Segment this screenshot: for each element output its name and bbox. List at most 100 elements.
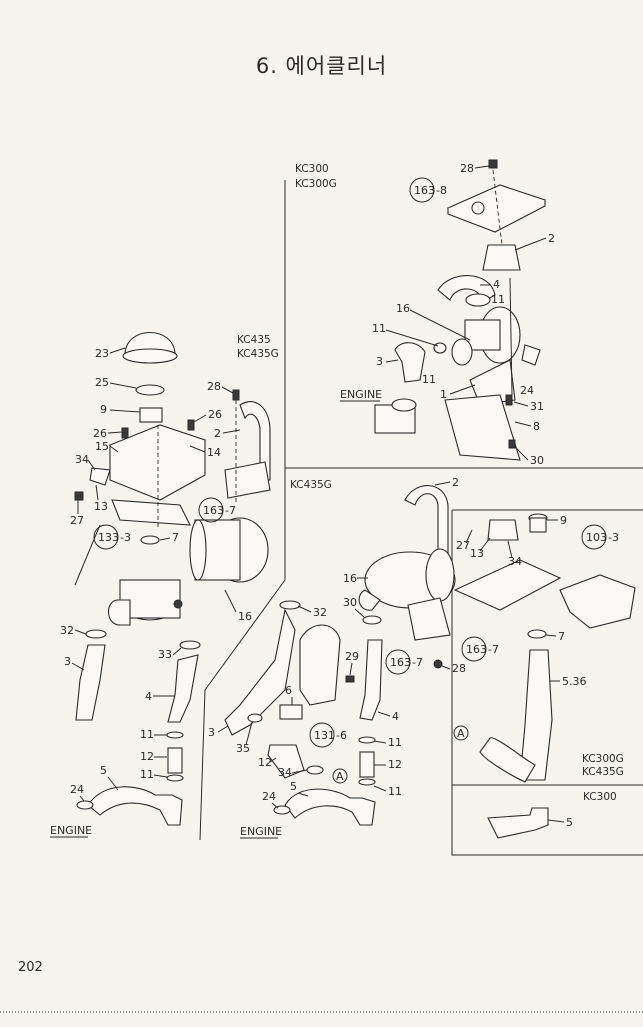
svg-text:-7: -7 [488, 643, 499, 656]
section-label-kc435g-mid: KC435G [290, 479, 332, 491]
page-title: 6. 에어클리너 [255, 54, 388, 78]
svg-text:133: 133 [98, 531, 119, 544]
svg-text:30: 30 [530, 454, 544, 467]
svg-text:13: 13 [94, 500, 108, 513]
circle-a-inset: A [453, 725, 469, 741]
svg-text:28: 28 [460, 162, 474, 175]
svg-text:A: A [336, 770, 344, 783]
svg-text:9: 9 [560, 514, 567, 527]
svg-text:3: 3 [64, 655, 71, 668]
callout-163-7b: 163 -7 [385, 649, 423, 675]
callout-131-6: 131 -6 [309, 722, 347, 748]
svg-text:11: 11 [140, 768, 154, 781]
svg-text:7: 7 [558, 630, 565, 643]
svg-text:163: 163 [203, 504, 224, 517]
svg-text:A: A [457, 727, 465, 740]
inset-assembly [453, 513, 636, 839]
page-number: 202 [18, 960, 43, 975]
svg-text:12: 12 [388, 758, 402, 771]
svg-text:11: 11 [491, 293, 505, 306]
svg-text:3: 3 [208, 726, 215, 739]
svg-text:131: 131 [314, 729, 335, 742]
svg-text:28: 28 [207, 380, 221, 393]
callout-163-8: 163 -8 [409, 177, 447, 203]
engine-label-top: ENGINE [340, 388, 382, 401]
engine-label-mid: ENGINE [240, 825, 282, 838]
callout-163-7a: 163 -7 [198, 497, 236, 523]
svg-text:16: 16 [396, 302, 410, 315]
kc300-assembly [374, 159, 547, 461]
svg-text:16: 16 [238, 610, 252, 623]
svg-text:12: 12 [140, 750, 154, 763]
svg-text:33: 33 [158, 648, 172, 661]
section-label-kc435: KC435 [237, 334, 271, 346]
svg-text:26: 26 [208, 408, 222, 421]
callout-133-3: 133 -3 [93, 524, 131, 550]
svg-text:15: 15 [95, 440, 109, 453]
svg-text:11: 11 [140, 728, 154, 741]
svg-text:5: 5 [566, 816, 573, 829]
svg-text:34: 34 [75, 453, 89, 466]
svg-text:5: 5 [290, 780, 297, 793]
svg-text:6: 6 [285, 684, 292, 697]
svg-text:32: 32 [60, 624, 74, 637]
svg-text:27: 27 [70, 514, 84, 527]
svg-text:24: 24 [520, 384, 534, 397]
svg-text:2: 2 [214, 427, 221, 440]
svg-text:27: 27 [456, 539, 470, 552]
section-label-inset-kc435g: KC435G [582, 766, 624, 778]
section-label-kc435g: KC435G [237, 348, 279, 360]
svg-text:34: 34 [508, 555, 522, 568]
section-label-kc300g: KC300G [295, 178, 337, 190]
svg-text:163: 163 [414, 184, 435, 197]
svg-text:-7: -7 [412, 656, 423, 669]
svg-text:163: 163 [390, 656, 411, 669]
svg-text:23: 23 [95, 347, 109, 360]
kc435g-mid-assembly [224, 485, 456, 826]
svg-text:3: 3 [376, 355, 383, 368]
svg-text:2: 2 [548, 232, 555, 245]
svg-text:30: 30 [343, 596, 357, 609]
svg-text:11: 11 [422, 373, 436, 386]
svg-text:4: 4 [493, 278, 500, 291]
section-label-kc300: KC300 [295, 163, 329, 175]
circle-a-mid: A [332, 768, 348, 784]
section-label-inset-kc300g: KC300G [582, 753, 624, 765]
svg-text:35: 35 [236, 742, 250, 755]
svg-text:26: 26 [93, 427, 107, 440]
svg-text:1: 1 [440, 388, 447, 401]
svg-text:5.36: 5.36 [562, 675, 587, 688]
svg-text:-7: -7 [225, 504, 236, 517]
svg-text:-6: -6 [336, 729, 347, 742]
svg-text:4: 4 [392, 710, 399, 723]
part-labels: 28 2 4 11 16 11 3 11 1 24 31 8 30 23 25 … [60, 162, 587, 829]
svg-text:24: 24 [70, 783, 84, 796]
svg-text:25: 25 [95, 376, 109, 389]
svg-text:103: 103 [586, 531, 607, 544]
kc435-assembly [74, 332, 271, 826]
callout-163-7c: 163 -7 [461, 636, 499, 662]
svg-text:11: 11 [388, 736, 402, 749]
svg-text:8: 8 [533, 420, 540, 433]
svg-text:14: 14 [207, 446, 221, 459]
svg-text:5: 5 [100, 764, 107, 777]
svg-text:28: 28 [452, 662, 466, 675]
svg-text:16: 16 [343, 572, 357, 585]
svg-text:-3: -3 [120, 531, 131, 544]
svg-text:163: 163 [466, 643, 487, 656]
svg-text:11: 11 [372, 322, 386, 335]
svg-text:11: 11 [388, 785, 402, 798]
svg-text:2: 2 [452, 476, 459, 489]
svg-text:34: 34 [278, 766, 292, 779]
svg-text:9: 9 [100, 403, 107, 416]
section-label-inset-kc300: KC300 [583, 791, 617, 803]
svg-text:31: 31 [530, 400, 544, 413]
svg-text:12: 12 [258, 756, 272, 769]
engine-label-left: ENGINE [50, 824, 92, 837]
svg-text:-3: -3 [608, 531, 619, 544]
svg-text:24: 24 [262, 790, 276, 803]
callout-103-3: 103 -3 [581, 524, 619, 550]
svg-text:4: 4 [145, 690, 152, 703]
svg-text:32: 32 [313, 606, 327, 619]
